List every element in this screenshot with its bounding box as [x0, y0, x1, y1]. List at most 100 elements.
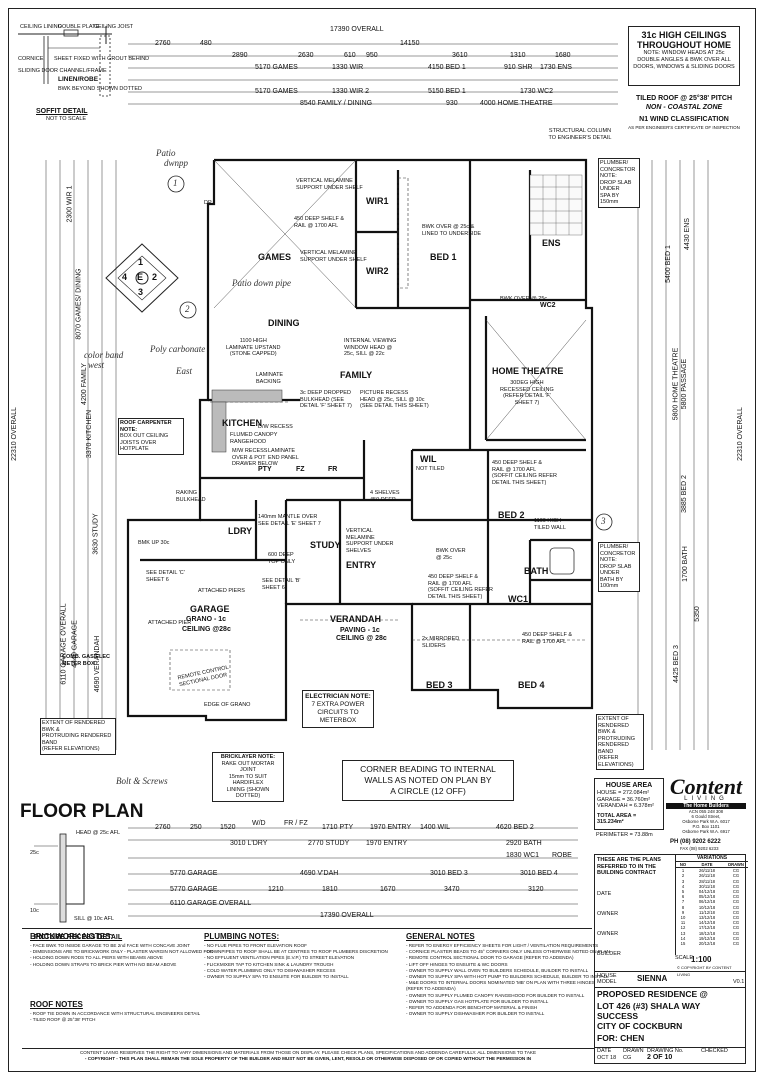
- general-note-7: - M&E DOORS TO INTERNAL DOORS NOMINATED …: [406, 980, 595, 986]
- ceiling-note-3: DOORS, WINDOWS & SLIDING DOORS: [633, 64, 735, 70]
- house-area-total: TOTAL AREA = 315.234m²: [597, 812, 637, 826]
- bot-r2-c: 1970 ENTRY: [366, 840, 408, 847]
- room-bed2: BED 2: [498, 510, 525, 520]
- top-r4-b: 1330 WIR 2: [332, 88, 369, 95]
- variation-cell: 14: [680, 935, 686, 941]
- roof-line-1: TILED ROOF @ 25°38' PITCH: [635, 95, 733, 102]
- tb-bc-date: DATE: [597, 1048, 612, 1054]
- house-area-perimeter: PERIMETER = 73.88m: [596, 832, 653, 838]
- tb-scale-label: SCALE: [675, 955, 694, 961]
- company-addr-5: Osborne Park W.A. 6917: [682, 829, 730, 834]
- variation-cell: 17/12/18: [698, 925, 716, 931]
- verandah-sub: PAVING - 1c: [340, 627, 380, 634]
- general-note-6: - OWNER TO SUPPLY SPA WITH HOT PUMP TO B…: [406, 974, 609, 980]
- hw-east: East: [176, 366, 193, 376]
- left-dim-lines: [36, 160, 126, 765]
- bot-r2-e: 1830 WC1: [506, 852, 540, 859]
- hw-circle-2: 2: [185, 304, 190, 314]
- tb-address-3: CITY OF COCKBURN: [597, 1021, 683, 1031]
- top-r4-c: 5150 BED 1: [428, 88, 466, 95]
- room-dining: DINING: [268, 318, 300, 328]
- top-r1-c: 14150: [400, 40, 420, 47]
- variation-cell: CG: [732, 915, 740, 921]
- variation-cell: 8: [681, 904, 685, 910]
- wind-line-1: N1 WIND CLASSIFICATION: [639, 116, 729, 123]
- room-study: STUDY: [310, 540, 341, 550]
- bot-r3-d: 3010 BED 4: [520, 870, 558, 877]
- room-wil: WIL: [420, 454, 437, 464]
- bot-r1-f: 1710 PTY: [322, 824, 354, 831]
- compass-1: 1: [138, 257, 144, 267]
- bot-r1-e: FR / FZ: [284, 820, 308, 827]
- variation-cell: DATE: [701, 862, 713, 867]
- note-detail-c: SEE DETAIL 'C'SHEET 6: [146, 570, 185, 583]
- hw-bolt-screws: Bolt & Screws: [116, 776, 168, 786]
- soffit-label-7: LINEN/ROBE: [58, 76, 99, 83]
- soffit-title: SOFFIT DETAIL: [36, 108, 88, 115]
- variation-cell: 19/12/18: [698, 935, 716, 941]
- bot-r2-b: 2770 STUDY: [308, 840, 350, 847]
- general-title: GENERAL NOTES: [406, 932, 475, 941]
- variation-cell: 30/11/18: [699, 883, 715, 889]
- tb-bc-drawn-val: CG: [623, 1055, 632, 1061]
- roof-notes-title: ROOF NOTES: [30, 1000, 83, 1009]
- room-pty: PTY: [258, 466, 272, 473]
- variations-title: VARIATIONS: [676, 855, 748, 862]
- soffit-label-1: CEILING LINING: [20, 24, 62, 30]
- compass-2: 2: [152, 272, 158, 282]
- wind-line-2: AS PER ENGINEER'S CERTIFICATE OF INSPECT…: [628, 125, 740, 130]
- room-kitchen: KITCHEN: [222, 418, 262, 428]
- top-r3-b: 1330 WIR: [332, 64, 364, 71]
- company-fax: FAX (08) 9202 6233: [680, 846, 719, 851]
- top-r3-c: 4150 BED 1: [428, 64, 466, 71]
- tb-bc-drawn: DRAWN: [623, 1048, 644, 1054]
- hw-color-band-1: color band: [84, 350, 124, 360]
- bot-r1-b: 250: [190, 824, 202, 831]
- room-ens: ENS: [542, 238, 561, 248]
- note-bwk3: BWK OVER@ 25c: [436, 548, 466, 561]
- room-bed3: BED 3: [426, 680, 453, 690]
- plumbing-note-1: - NO FLUE PIPES TO FRONT ELEVATION ROOF: [204, 943, 307, 948]
- recess-10c: 10c: [30, 908, 39, 914]
- general-note-12: - OWNER TO SUPPLY DISHWASHER FOR BUILDER…: [406, 1011, 545, 1017]
- compass-4: 4: [122, 272, 128, 282]
- ceiling-box: 31c HIGH CEILINGS THROUGHOUT HOME NOTE: …: [628, 26, 740, 86]
- bot-r4-f: 3120: [528, 886, 544, 893]
- note-ext-render1: EXTENT OF RENDERED BWK &PROTRUDING RENDE…: [40, 718, 116, 755]
- tb-house-name: SIENNA: [637, 974, 668, 983]
- variation-cell: 15: [680, 941, 686, 947]
- variation-cell: 7: [681, 899, 685, 905]
- general-notes: GENERAL NOTES - REFER TO ENERGY EFFICIEN…: [406, 932, 610, 1017]
- tb-divider-2: [595, 987, 745, 988]
- hw-color-band-2: west: [88, 360, 105, 370]
- drawing-sheet: [8, 8, 756, 1072]
- tb-address-1: LOT 426 (#3) SHALA WAY: [597, 1001, 701, 1011]
- bot-r1-i: 4620 BED 2: [496, 824, 534, 831]
- hw-poly: Poly carbonate: [150, 344, 206, 354]
- variation-cell: 2: [681, 873, 685, 879]
- bot-r2-a: 3010 L'DRY: [230, 840, 268, 847]
- plumbing-note-2: - DOWNPIPES TO ROOF SHALL BE AT CENTRES …: [204, 949, 388, 955]
- tb-bc-drawing-val: 2 OF 10: [647, 1054, 673, 1061]
- footer-line-1: CONTENT LIVING RESERVES THE RIGHT TO VAR…: [79, 1050, 537, 1055]
- bot-r4-b: 1210: [268, 886, 284, 893]
- variation-cell: 06/12/18: [698, 899, 716, 905]
- plumbing-notes: PLUMBING NOTES: - NO FLUE PIPES TO FRONT…: [204, 932, 404, 980]
- top-r5-c: 4000 HOME THEATRE: [480, 100, 553, 107]
- footer: CONTENT LIVING RESERVES THE RIGHT TO VAR…: [22, 1048, 594, 1062]
- soffit-label-8: BWK BEYOND SHOWN DOTTED: [58, 86, 143, 92]
- house-area-title: HOUSE AREA: [605, 782, 653, 789]
